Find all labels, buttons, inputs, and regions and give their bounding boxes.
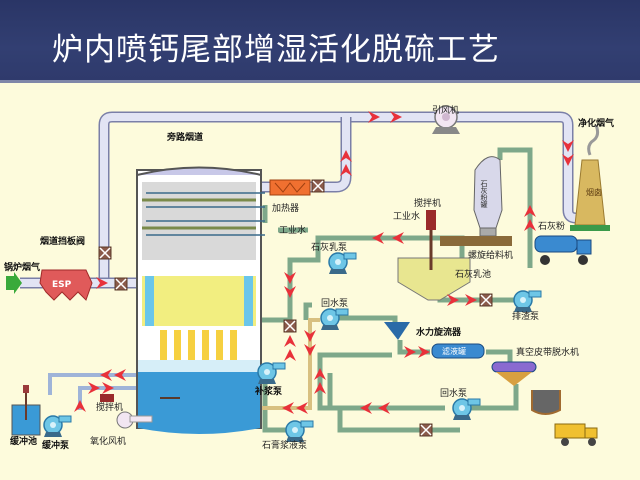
esp-precipitator: ESP: [39, 269, 93, 301]
gypsum-truck: [554, 423, 598, 446]
oxidation-fan: [116, 411, 153, 429]
process-diagram: ESP 烟囱 石灰粉罐 滤液罐: [3, 104, 614, 451]
return-pump-2-label: 回水泵: [440, 387, 467, 399]
lime-powder-label: 石灰粉: [538, 220, 565, 232]
screw-feeder-label: 螺旋给料机: [468, 249, 513, 261]
lime-slurry-tank: [397, 210, 471, 301]
bypass-duct-label: 旁路烟道: [166, 131, 203, 143]
induced-draft-fan: [432, 105, 460, 134]
buffer-pump-icon: [43, 415, 72, 438]
hydrocyclone-label: 水力旋流器: [416, 326, 462, 338]
lime-silo-label: 石灰粉罐: [480, 180, 488, 209]
flue-damper-valve-icon: [98, 246, 112, 260]
slag-valve-icon: [479, 293, 493, 307]
title-bar: 炉内喷钙尾部增湿活化脱硫工艺: [0, 0, 640, 80]
bypass-duct-pipe: [98, 111, 574, 280]
agitator-top-label: 搅拌机: [414, 197, 441, 209]
bottom-agitator-motor: [100, 394, 114, 402]
slag-pump-label: 排渣泵: [512, 310, 539, 322]
buffer-tank-label: 缓冲池: [10, 435, 37, 447]
heater-label: 加热器: [272, 202, 299, 214]
chimney-label: 烟囱: [586, 187, 602, 197]
lime-slurry-tank-label: 石灰乳池: [455, 268, 491, 280]
slag-pump-icon: [513, 290, 542, 313]
flue-damper-label: 烟道挡板阀: [40, 235, 85, 247]
makeup-pump-label: 补浆泵: [254, 385, 283, 397]
chimney: 烟囱: [570, 124, 610, 231]
agitator-bottom-label: 搅拌机: [96, 401, 123, 413]
heater: [269, 179, 311, 196]
vacuum-belt-filter: [491, 361, 537, 386]
inlet-valve-icon: [114, 277, 128, 291]
oxidation-fan-label: 氧化风机: [90, 435, 126, 447]
clean-flue-gas-label: 净化烟气: [578, 117, 614, 129]
boiler-flue-gas-label: 锅炉烟气: [3, 261, 40, 273]
gypsum-pump-icon: [285, 420, 314, 443]
screw-feeder: [440, 236, 512, 246]
esp-label: ESP: [52, 280, 72, 290]
buffer-pipes: [48, 373, 140, 410]
industrial-water-2-label: 工业水: [393, 210, 420, 222]
filtrate-tank-label: 滤液罐: [442, 346, 466, 356]
hydrocyclone: [384, 322, 410, 340]
absorber-tower: [136, 166, 265, 434]
outlet-duct-pipe: [262, 117, 352, 193]
induced-fan-label: 引风机: [432, 104, 459, 116]
outlet-valve-icon: [311, 179, 325, 193]
slurry-valve-icon: [283, 319, 297, 333]
lime-truck: [534, 235, 592, 265]
drain-valve-icon: [419, 423, 433, 437]
gypsum-hopper: [531, 390, 561, 415]
buffer-pump-label: 缓冲泵: [42, 439, 70, 451]
diagram-title: 炉内喷钙尾部增湿活化脱硫工艺: [52, 32, 500, 68]
vacuum-belt-filter-label: 真空皮带脱水机: [516, 346, 579, 358]
title-divider: [0, 80, 640, 83]
gypsum-pump-label: 石膏浆液泵: [262, 439, 307, 451]
return-pump-1-label: 回水泵: [321, 297, 348, 309]
industrial-water-1-label: 工业水: [279, 224, 306, 236]
filtrate-tank: [431, 343, 485, 359]
inlet-arrow-icon: [6, 272, 22, 294]
lime-slurry-pump-label: 石灰乳泵: [311, 241, 347, 253]
makeup-pump-icon: [257, 362, 286, 385]
buffer-tank: [11, 385, 41, 436]
lime-slurry-pump-icon: [328, 252, 357, 275]
lime-silo: 石灰粉罐: [473, 156, 503, 237]
